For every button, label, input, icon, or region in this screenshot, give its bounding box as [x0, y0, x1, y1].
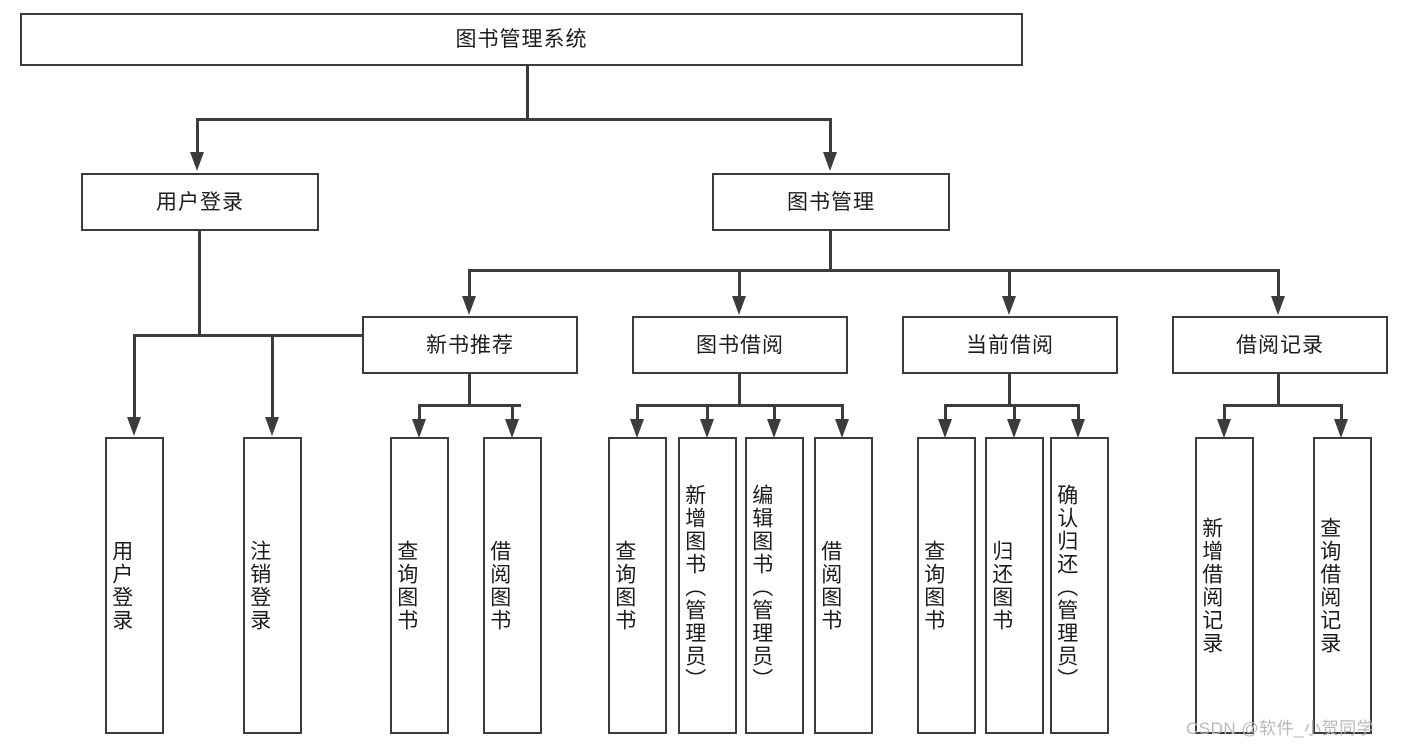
leaf-edit-book[interactable]: 编辑图书（管理员） — [745, 437, 804, 734]
leaf-label: 归还图书 — [989, 539, 1013, 632]
connector-user-login-bar — [133, 334, 402, 337]
connector-borrow-record-drop-1 — [1223, 404, 1226, 422]
node-book-borrow[interactable]: 图书借阅 — [632, 316, 848, 374]
connector-current-borrow-drop-2 — [1013, 404, 1016, 422]
connector-book-borrow-bar — [636, 404, 844, 407]
leaf-query-book-borrow[interactable]: 查询图书 — [608, 437, 667, 734]
leaf-logout-login[interactable]: 注销登录 — [243, 437, 302, 734]
connector-user-login-drop-1 — [133, 334, 136, 418]
connector-root-stem — [526, 66, 529, 120]
leaf-return-book[interactable]: 归还图书 — [985, 437, 1044, 734]
arrowhead-book-borrow-3 — [767, 419, 781, 438]
leaf-query-book-current[interactable]: 查询图书 — [917, 437, 976, 734]
connector-root-bar — [196, 118, 832, 121]
leaf-label: 查询图书 — [612, 539, 636, 632]
arrowhead-user-login-2 — [265, 417, 279, 436]
connector-borrow-record-stem — [1277, 374, 1280, 407]
node-borrow-record[interactable]: 借阅记录 — [1172, 316, 1388, 374]
connector-book-management-drop-1 — [468, 269, 471, 298]
leaf-label: 确认归还（管理员） — [1054, 484, 1078, 691]
leaf-label: 新增借阅记录 — [1199, 516, 1223, 655]
connector-current-borrow-bar — [944, 404, 1080, 407]
connector-borrow-record-bar — [1223, 404, 1343, 407]
node-label: 图书管理系统 — [455, 28, 588, 51]
connector-current-borrow-stem — [1008, 374, 1011, 407]
node-label: 图书管理 — [787, 190, 875, 214]
leaf-label: 查询图书 — [921, 539, 945, 632]
arrowhead-book-borrow-2 — [700, 419, 714, 438]
connector-new-book-drop-1 — [418, 404, 421, 422]
node-book-management-system[interactable]: 图书管理系统 — [20, 13, 1023, 66]
connector-root-to-user-login — [196, 118, 199, 153]
leaf-query-book-recommend[interactable]: 查询图书 — [390, 437, 449, 734]
arrowhead-root-to-user-login — [190, 152, 204, 171]
arrowhead-new-book-1 — [412, 419, 426, 438]
connector-borrow-record-drop-2 — [1340, 404, 1343, 422]
arrowhead-book-management-4 — [1271, 296, 1285, 315]
node-new-book-recommend[interactable]: 新书推荐 — [362, 316, 578, 374]
connector-book-borrow-drop-1 — [636, 404, 639, 422]
connector-book-borrow-drop-2 — [706, 404, 709, 422]
connector-book-management-drop-3 — [1008, 269, 1011, 298]
leaf-borrow-book-recommend[interactable]: 借阅图书 — [483, 437, 542, 734]
node-label: 图书借阅 — [696, 333, 784, 357]
arrowhead-new-book-2 — [505, 419, 519, 438]
arrowhead-current-borrow-2 — [1007, 419, 1021, 438]
leaf-label: 查询借阅记录 — [1317, 516, 1341, 655]
connector-new-book-drop-2 — [511, 404, 514, 422]
node-current-borrow[interactable]: 当前借阅 — [902, 316, 1118, 374]
connector-book-borrow-drop-4 — [841, 404, 844, 422]
connector-book-management-stem — [829, 231, 832, 272]
leaf-borrow-book[interactable]: 借阅图书 — [814, 437, 873, 734]
connector-current-borrow-drop-1 — [944, 404, 947, 422]
leaf-add-borrow-record[interactable]: 新增借阅记录 — [1195, 437, 1254, 734]
arrowhead-book-management-3 — [1002, 296, 1016, 315]
leaf-label: 借阅图书 — [487, 539, 511, 632]
arrowhead-book-borrow-4 — [835, 419, 849, 438]
connector-user-login-stem — [198, 231, 201, 337]
connector-book-management-drop-4 — [1277, 269, 1280, 298]
leaf-user-login[interactable]: 用户登录 — [105, 437, 164, 734]
leaf-label: 编辑图书（管理员） — [749, 484, 773, 691]
node-label: 借阅记录 — [1236, 333, 1324, 357]
connector-book-management-bar — [468, 269, 1280, 272]
arrowhead-root-to-book-management — [823, 152, 837, 171]
node-user-login[interactable]: 用户登录 — [81, 173, 319, 231]
connector-new-book-bar — [418, 404, 521, 407]
node-label: 当前借阅 — [966, 333, 1054, 357]
node-book-management[interactable]: 图书管理 — [712, 173, 950, 231]
connector-book-management-drop-2 — [738, 269, 741, 298]
arrowhead-current-borrow-1 — [938, 419, 952, 438]
connector-current-borrow-drop-3 — [1077, 404, 1080, 422]
node-label: 新书推荐 — [426, 333, 514, 357]
leaf-query-borrow-record[interactable]: 查询借阅记录 — [1313, 437, 1372, 734]
leaf-label: 注销登录 — [247, 539, 271, 632]
leaf-label: 用户登录 — [109, 539, 133, 632]
arrowhead-current-borrow-3 — [1071, 419, 1085, 438]
leaf-label: 借阅图书 — [818, 539, 842, 632]
arrowhead-book-management-1 — [462, 296, 476, 315]
connector-root-to-book-management — [829, 118, 832, 153]
leaf-label: 查询图书 — [394, 539, 418, 632]
arrowhead-borrow-record-1 — [1217, 419, 1231, 438]
leaf-confirm-return[interactable]: 确认归还（管理员） — [1050, 437, 1109, 734]
node-label: 用户登录 — [156, 190, 244, 214]
connector-book-borrow-drop-3 — [773, 404, 776, 422]
leaf-label: 新增图书（管理员） — [682, 484, 706, 691]
connector-book-borrow-stem — [738, 374, 741, 407]
arrowhead-borrow-record-2 — [1334, 419, 1348, 438]
leaf-add-book[interactable]: 新增图书（管理员） — [678, 437, 737, 734]
arrowhead-book-borrow-1 — [630, 419, 644, 438]
arrowhead-user-login-1 — [127, 417, 141, 436]
connector-user-login-drop-2 — [271, 334, 274, 418]
connector-new-book-stem — [468, 374, 471, 407]
arrowhead-book-management-2 — [732, 296, 746, 315]
